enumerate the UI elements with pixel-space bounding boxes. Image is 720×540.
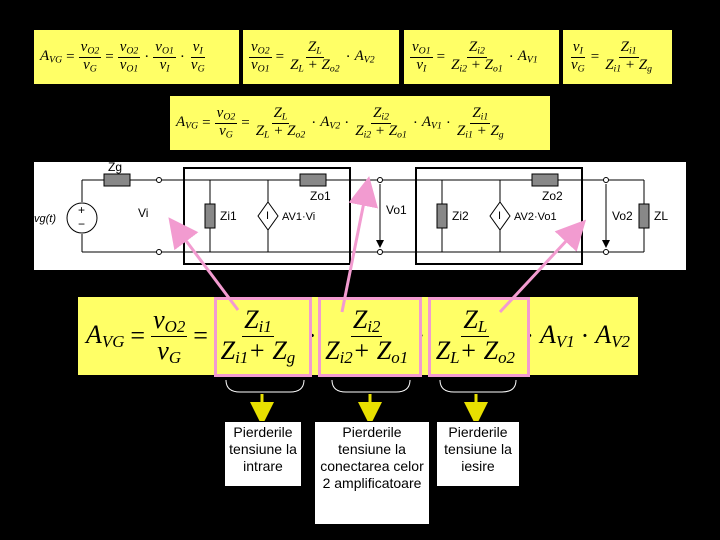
dependent-source-2-icon (489, 201, 511, 231)
brace-interstage (331, 379, 411, 393)
source-minus-label: − (78, 217, 85, 231)
dependent-source-1-icon (257, 201, 279, 231)
highlight-interstage-factor (318, 297, 422, 377)
note-input-loss: Pierderile tensiune la intrare (224, 421, 302, 487)
brace-input (225, 379, 305, 393)
note-output-loss: Pierderile tensiune la iesire (436, 421, 520, 487)
zo1-label: Zo1 (310, 189, 331, 203)
highlight-output-factor (428, 297, 530, 377)
av1-label: AV1·Vi (282, 211, 315, 223)
zl-resistor-icon (638, 203, 650, 229)
note-interstage-loss: Pierderile tensiune la conectarea celor … (314, 421, 430, 525)
brace-output (439, 379, 517, 393)
zg-resistor-icon (103, 173, 131, 187)
arrow-to-zl (498, 219, 587, 314)
highlight-input-factor (214, 297, 312, 377)
zi2-label: Zi2 (452, 209, 469, 223)
vo1-label: Vo1 (386, 203, 407, 217)
zo2-label: Zo2 (542, 189, 563, 203)
zo2-resistor-icon (531, 173, 559, 187)
zi1-resistor-icon (204, 203, 216, 229)
source-plus-label: + (78, 203, 85, 217)
voltage-source-icon (66, 202, 98, 234)
vi-label: Vi (138, 206, 148, 220)
arrow-to-zo1 (340, 176, 379, 313)
zi1-label: Zi1 (220, 209, 237, 223)
stage1-box (183, 167, 351, 265)
source-label: vg(t) (34, 213, 56, 225)
source1-current-label: I (266, 210, 269, 222)
zg-label: Zg (108, 162, 122, 174)
zl-label: ZL (654, 209, 668, 223)
av2-label: AV2·Vo1 (514, 211, 557, 223)
source2-current-label: I (498, 210, 501, 222)
zo1-resistor-icon (299, 173, 327, 187)
stage2-box (415, 167, 583, 265)
circuit-schematic: + − vg(t) Zg Vi Zi1 I AV1·Vi Zo1 Vo1 Zi2 (34, 162, 668, 265)
vo2-label: Vo2 (612, 209, 633, 223)
zi2-resistor-icon (436, 203, 448, 229)
arrow-to-zi1 (168, 217, 240, 311)
